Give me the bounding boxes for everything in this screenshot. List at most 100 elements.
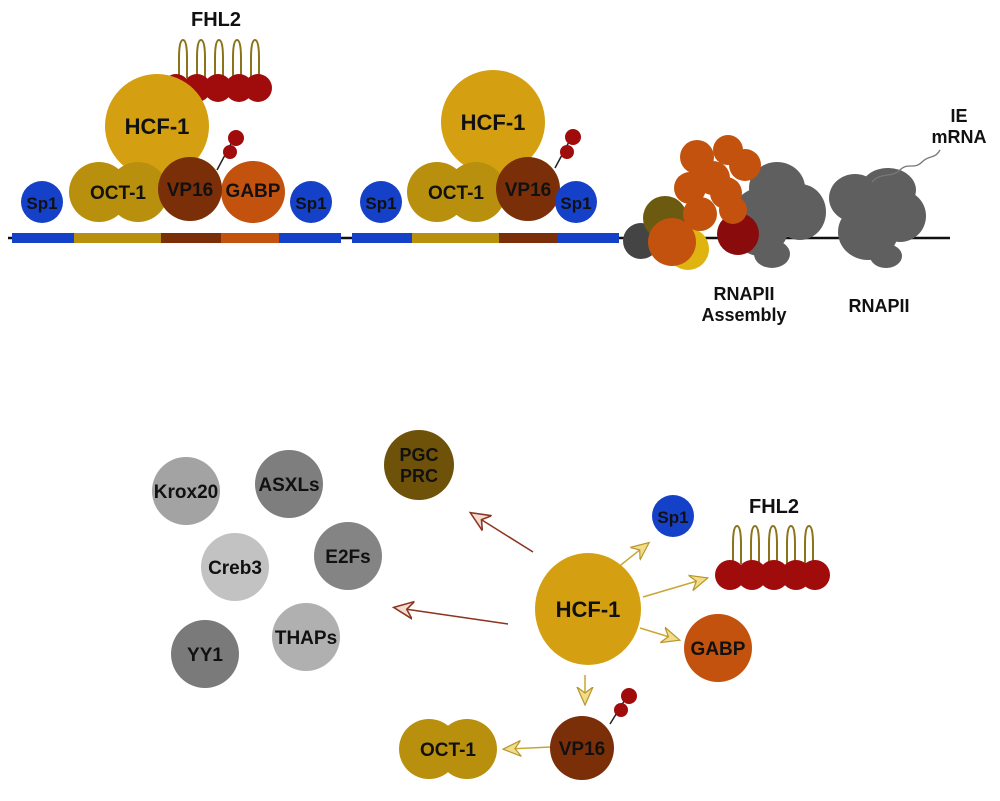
hcf1-label: HCF-1 xyxy=(125,114,190,139)
vp16-label: VP16 xyxy=(167,180,213,201)
pgc-label: PGC xyxy=(399,445,438,465)
complex-2: HCF-1 OCT-1 VP16 Sp1 Sp1 xyxy=(360,70,597,223)
mediator-subunit xyxy=(719,196,747,224)
vp16-protein xyxy=(550,716,614,780)
sp1-label: Sp1 xyxy=(295,194,326,213)
gabp-label: GABP xyxy=(226,181,281,202)
vp16-label: VP16 xyxy=(559,739,605,760)
fhl2-stem xyxy=(214,38,224,78)
partner-label-thaps: THAPs xyxy=(275,628,337,649)
oct1-lobe xyxy=(446,162,506,222)
vp16-tail-ball xyxy=(621,688,637,704)
partner-protein-asxls xyxy=(255,450,323,518)
hcf1-protein xyxy=(535,553,641,665)
dna-segment-gabp xyxy=(221,233,279,243)
sp1-label: Sp1 xyxy=(26,194,57,213)
partner-protein-yy1 xyxy=(171,620,239,688)
partner-label-e2fs: E2Fs xyxy=(325,547,370,568)
rnapii-label: RNAPII xyxy=(848,296,909,316)
vp16-protein xyxy=(496,157,560,221)
dna-segment-oct1 xyxy=(74,233,161,243)
complex-1: FHL2 HCF-1 OCT-1 VP16 GABP Sp1 Sp1 xyxy=(21,9,332,223)
dna-segment-oct1 xyxy=(412,233,499,243)
fhl2-domain xyxy=(204,74,232,102)
mediator-subunit xyxy=(683,197,717,231)
vp16-tail-ball xyxy=(565,129,581,145)
gabp-protein xyxy=(684,614,752,682)
interaction-network: HCF-1 PGC PRC Sp1 FHL2 GABP V xyxy=(152,430,830,780)
partner-label-krox20: Krox20 xyxy=(154,482,218,503)
fhl2-domain xyxy=(759,560,789,590)
hcf1-label: HCF-1 xyxy=(461,110,526,135)
fhl2-stem xyxy=(768,524,778,564)
mediator-subunit xyxy=(674,172,706,204)
sp1-protein xyxy=(555,181,597,223)
dna-segment-sp1 xyxy=(12,233,74,243)
fhl2-domain xyxy=(244,74,272,102)
dna-segment-vp16 xyxy=(499,233,557,243)
rnapii-body xyxy=(754,240,790,268)
arrow-to-sp1 xyxy=(616,545,646,569)
sp1-protein xyxy=(360,181,402,223)
dna-segment-vp16 xyxy=(161,233,221,243)
fhl2-stem xyxy=(750,524,760,564)
rnapii-assembly-label-line1: RNAPII xyxy=(713,284,774,304)
arrow-to-gabp xyxy=(639,628,676,639)
mrna-label: mRNA xyxy=(931,127,986,147)
partner-protein-krox20 xyxy=(152,457,220,525)
fhl2-stem xyxy=(232,38,242,78)
vp16-tail-ball xyxy=(614,703,628,717)
oct1-label: OCT-1 xyxy=(428,183,484,204)
hcf1-protein xyxy=(105,74,209,178)
sp1-label: Sp1 xyxy=(560,194,591,213)
fhl2-protein-bottom: FHL2 xyxy=(715,496,830,590)
sp1-protein xyxy=(21,181,63,223)
partner-protein-e2fs xyxy=(314,522,382,590)
partner-protein-thaps xyxy=(272,603,340,671)
sp1-protein xyxy=(290,181,332,223)
arrow-to-gray-partners xyxy=(398,608,509,625)
fhl2-label: FHL2 xyxy=(191,9,241,31)
fhl2-stem xyxy=(804,524,814,564)
dna-segment-sp1 xyxy=(279,233,341,243)
partner-label-asxls: ASXLs xyxy=(258,475,319,496)
fhl2-domain xyxy=(800,560,830,590)
partner-label-creb3: Creb3 xyxy=(208,558,262,579)
mediator-subunit xyxy=(729,149,761,181)
rnapii-assembly: IE mRNA RNAPII Assembly RNAPII xyxy=(623,106,987,325)
sp1-protein xyxy=(652,495,694,537)
fhl2-stem xyxy=(178,38,188,78)
partner-label-yy1: YY1 xyxy=(187,645,223,666)
pgc-prc-protein xyxy=(384,430,454,500)
gtf-subunit xyxy=(648,218,696,266)
oct1-lobe xyxy=(437,719,497,779)
fhl2-stem xyxy=(732,524,742,564)
ie-mrna-strand xyxy=(871,149,941,183)
hcf1-protein xyxy=(441,70,545,174)
dna-segment-sp1 xyxy=(352,233,412,243)
partner-protein-creb3 xyxy=(201,533,269,601)
vp16-protein xyxy=(158,157,222,221)
oct1-label: OCT-1 xyxy=(420,740,476,761)
fhl2-stem xyxy=(196,38,206,78)
rnapii-assembly-label-line2: Assembly xyxy=(701,305,786,325)
fhl2-label: FHL2 xyxy=(749,496,799,518)
vp16-label: VP16 xyxy=(505,180,551,201)
gabp-label: GABP xyxy=(691,639,746,660)
fhl2-domain xyxy=(715,560,745,590)
oct1-label: OCT-1 xyxy=(90,183,146,204)
gabp-protein xyxy=(221,161,285,223)
sp1-label: Sp1 xyxy=(657,508,688,527)
fhl2-domain xyxy=(737,560,767,590)
rnapii-elongating xyxy=(870,244,902,268)
arrow-to-fhl2 xyxy=(642,579,704,598)
vp16-tail-ball xyxy=(223,145,237,159)
gtf-subunit xyxy=(717,213,759,255)
fhl2-stem xyxy=(250,38,260,78)
dna-segment-sp1 xyxy=(557,233,619,243)
arrow-to-pgc xyxy=(474,515,534,553)
hcf1-label: HCF-1 xyxy=(556,597,621,622)
